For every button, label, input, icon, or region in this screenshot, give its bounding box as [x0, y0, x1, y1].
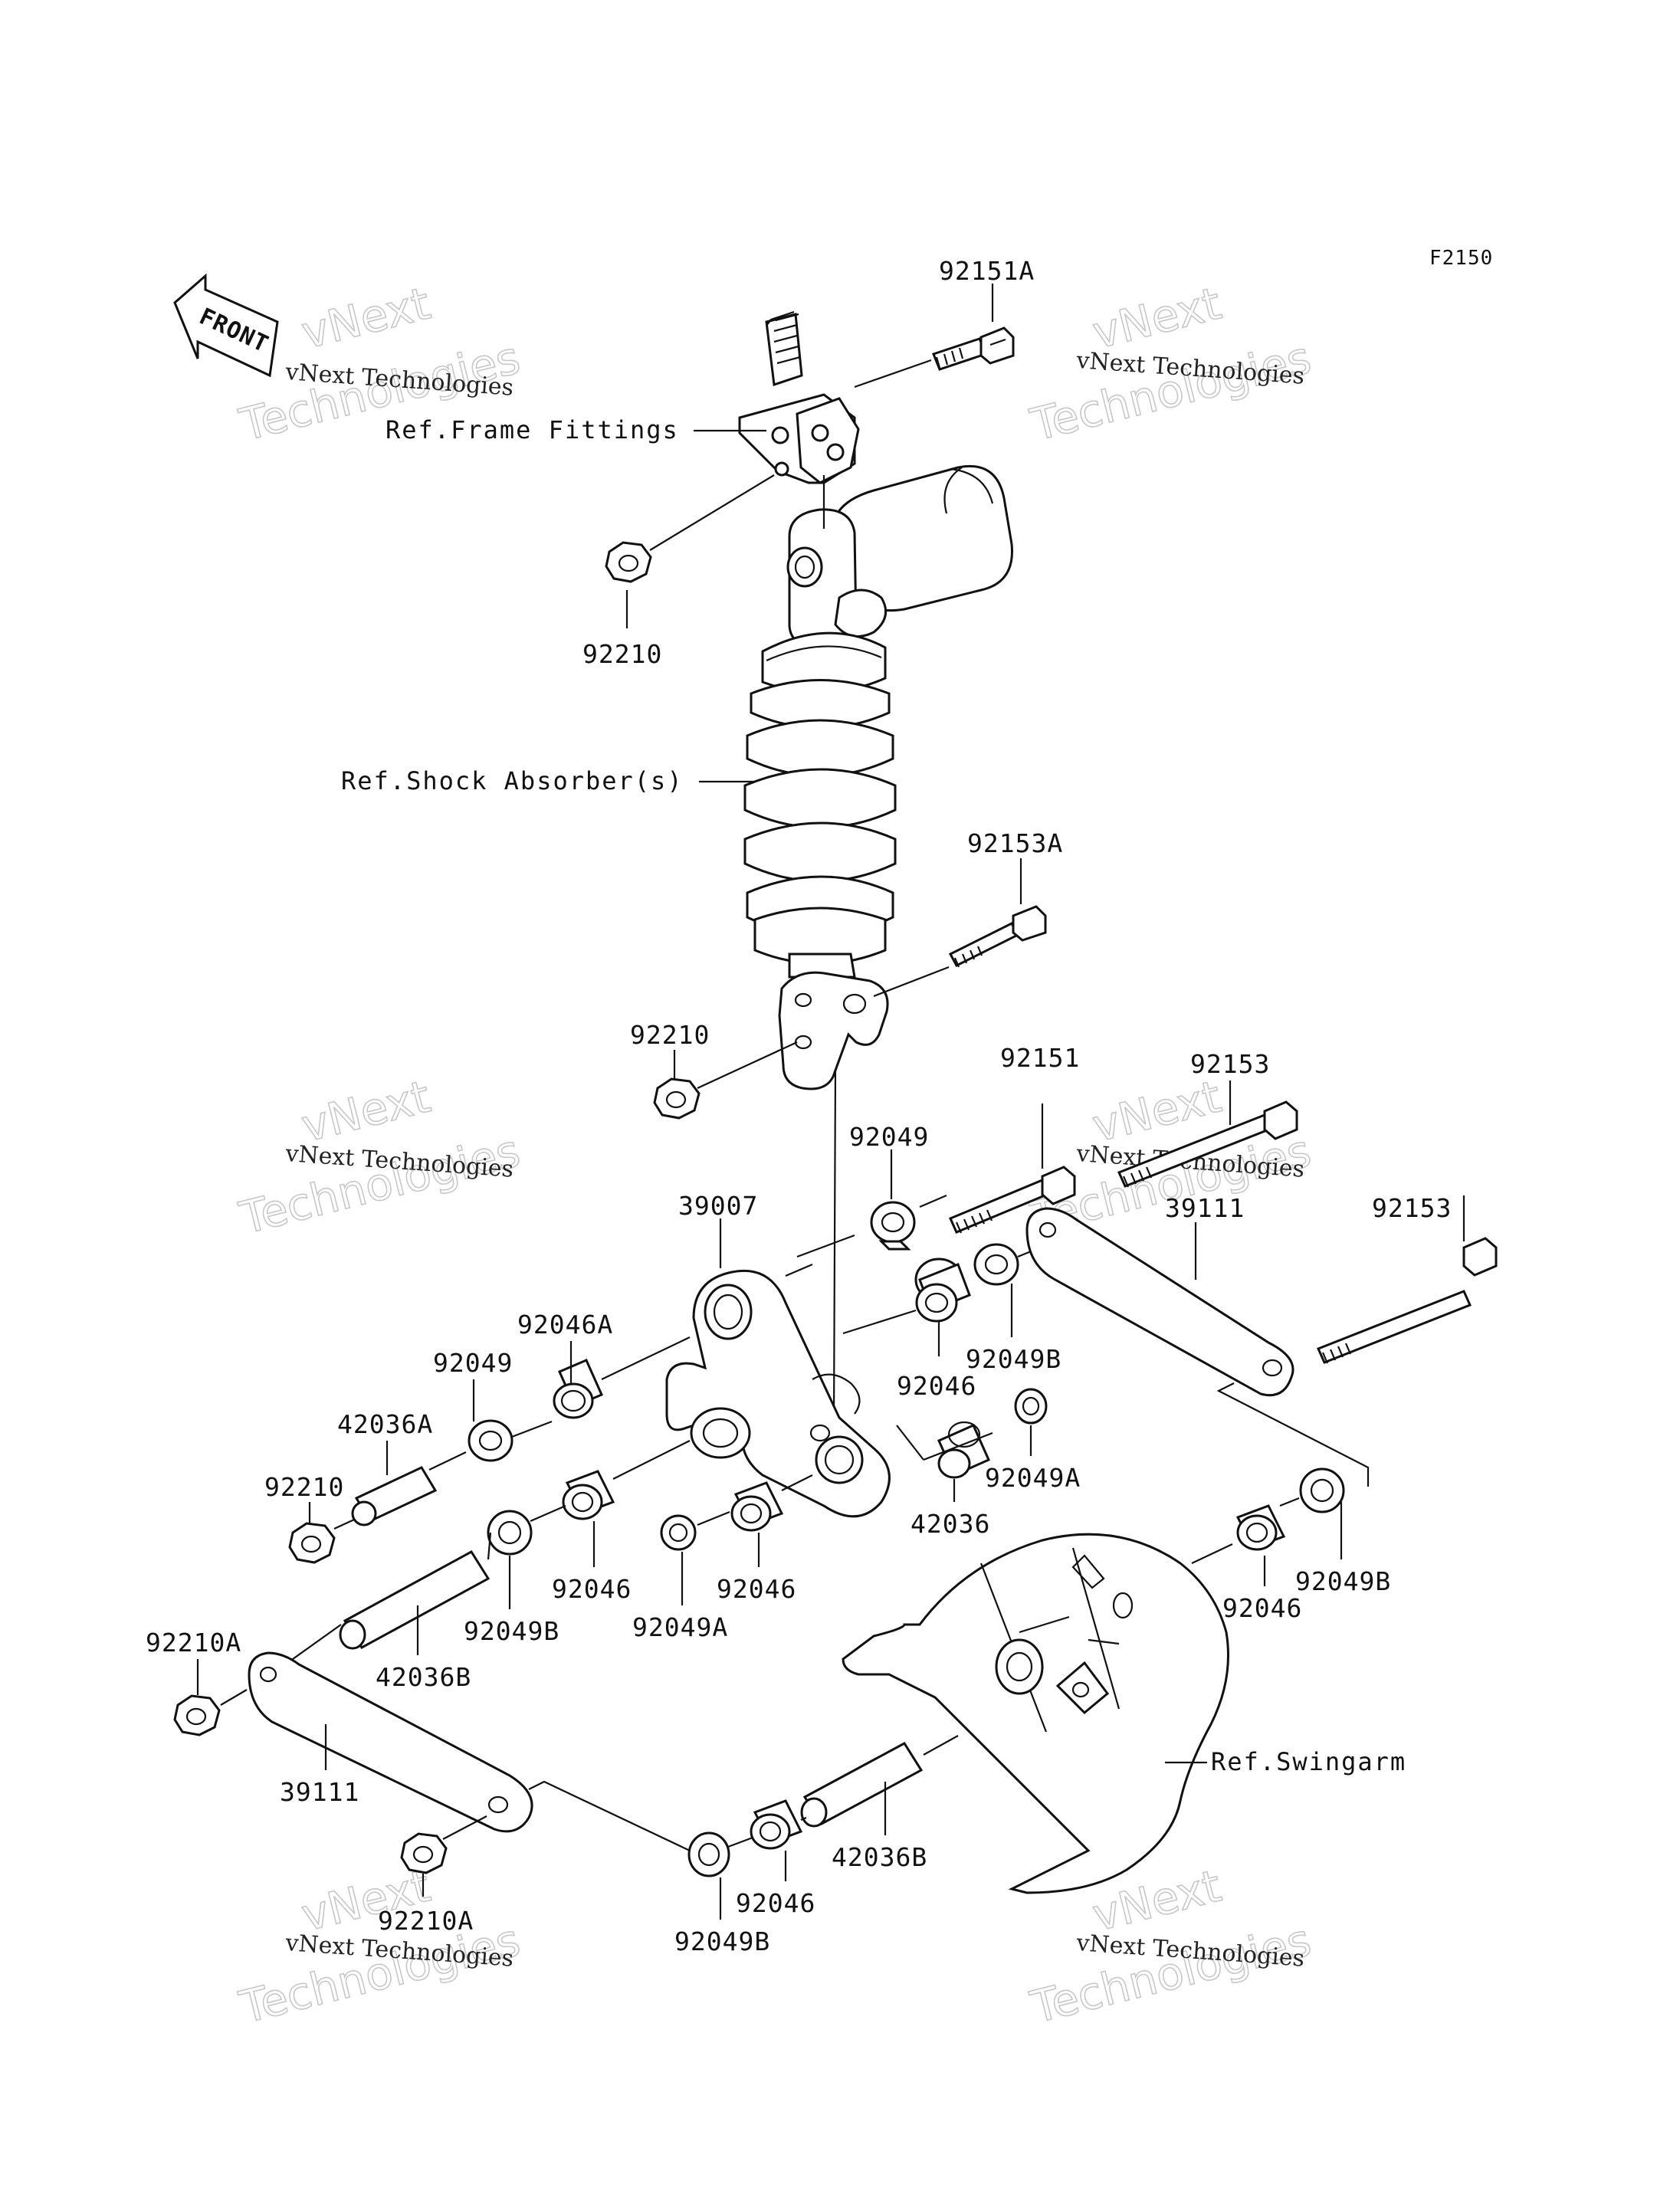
nut-92210-top — [605, 541, 652, 583]
collar-42036B-a — [339, 1550, 491, 1650]
label-39111-left: 39111 — [280, 1777, 359, 1807]
bolt-92151A — [932, 326, 1015, 371]
label-92151A: 92151A — [939, 256, 1035, 286]
label-92046-d: 92046 — [1222, 1593, 1302, 1623]
label-92210-left: 92210 — [264, 1472, 344, 1502]
nut-92210-mid — [653, 1077, 701, 1120]
label-42036A: 42036A — [337, 1409, 433, 1439]
washer-92049B-a — [973, 1243, 1019, 1286]
bearing-92046-a — [914, 1258, 971, 1323]
bolt-92153A — [948, 905, 1047, 968]
label-92046-e: 92046 — [736, 1888, 815, 1918]
label-92153A: 92153A — [967, 828, 1063, 858]
label-92151: 92151 — [1000, 1043, 1080, 1073]
front-arrow-icon: FRONT — [173, 273, 279, 378]
bolt-92153-right — [1316, 1237, 1498, 1364]
collar-42036 — [937, 1421, 990, 1479]
svg-text:Technologies: Technologies — [235, 1124, 525, 1244]
label-ref-shock-absorber: Ref.Shock Absorber(s) — [341, 766, 684, 795]
label-42036B-b: 42036B — [832, 1842, 927, 1872]
label-92049A-a: 92049A — [985, 1463, 1081, 1493]
label-92049-top: 92049 — [849, 1122, 929, 1152]
watermark-top-right: vNext Technologies vNext Technologies — [1025, 277, 1317, 452]
svg-text:Technologies: Technologies — [1025, 331, 1316, 451]
label-92049B-b: 92049B — [1295, 1566, 1391, 1596]
watermark-mid-left: vNext Technologies vNext Technologies — [234, 1070, 526, 1245]
label-42036: 42036 — [911, 1509, 990, 1539]
tie-rod-39111-right — [1025, 1207, 1294, 1397]
rocker-arm-39007 — [665, 1269, 891, 1518]
label-92210A-a: 92210A — [146, 1628, 241, 1658]
label-39111-right: 39111 — [1165, 1193, 1245, 1223]
washer-92049B-d — [687, 1831, 730, 1877]
nut-92210A-b — [400, 1832, 448, 1874]
label-ref-frame-fittings: Ref.Frame Fittings — [386, 415, 679, 444]
svg-text:vNext: vNext — [297, 1071, 435, 1153]
bearing-92046-b — [1235, 1504, 1286, 1551]
collar-42036B-b — [800, 1742, 924, 1828]
bearing-92046A — [553, 1359, 603, 1419]
label-92046-b: 92046 — [552, 1574, 632, 1604]
washer-92049-top — [870, 1201, 916, 1251]
label-42036B-a: 42036B — [376, 1662, 471, 1692]
collar-42036A — [351, 1466, 438, 1526]
swingarm-ref — [842, 1533, 1229, 1894]
svg-text:vNext: vNext — [1088, 277, 1226, 359]
svg-text:Technologies: Technologies — [1025, 1913, 1316, 2033]
bolt-92153-upper — [1117, 1100, 1298, 1188]
bearing-92046-d — [730, 1481, 784, 1532]
label-92046-a: 92046 — [897, 1371, 976, 1401]
svg-text:vNext: vNext — [297, 277, 435, 359]
washer-92049A-b — [660, 1514, 697, 1551]
label-92046A: 92046A — [517, 1310, 613, 1340]
bolt-92151 — [949, 1166, 1076, 1234]
watermark-bottom-left: vNext Technologies vNext Technologies — [234, 1859, 526, 2035]
label-92210-top: 92210 — [582, 639, 662, 669]
label-92153-right: 92153 — [1372, 1193, 1452, 1223]
washer-92049A-a — [1014, 1388, 1048, 1425]
label-92049B-c: 92049B — [464, 1616, 559, 1646]
nut-92210-left — [288, 1522, 336, 1564]
label-ref-swingarm: Ref.Swingarm — [1211, 1747, 1406, 1776]
label-92046-c: 92046 — [717, 1574, 796, 1604]
label-92210-mid: 92210 — [630, 1020, 710, 1050]
label-92153-upper: 92153 — [1190, 1049, 1270, 1079]
washer-92049B-c — [487, 1510, 533, 1556]
label-92049-left: 92049 — [433, 1348, 513, 1378]
label-92049A-b: 92049A — [632, 1612, 728, 1642]
tie-rod-39111-left — [248, 1651, 533, 1833]
label-92210A-b: 92210A — [378, 1906, 474, 1936]
washer-92049B-b — [1299, 1467, 1345, 1513]
label-92049B-a: 92049B — [966, 1344, 1061, 1374]
diagram-code: F2150 — [1429, 247, 1493, 270]
bearing-92046-c — [562, 1470, 615, 1520]
label-39007: 39007 — [678, 1191, 758, 1221]
label-92049B-d: 92049B — [674, 1926, 770, 1956]
washer-92049-left — [468, 1419, 514, 1462]
bearing-92046-e — [750, 1799, 803, 1850]
frame-fitting-bracket — [738, 310, 860, 484]
shock-absorber — [743, 464, 1013, 1090]
nut-92210A-a — [173, 1694, 221, 1736]
